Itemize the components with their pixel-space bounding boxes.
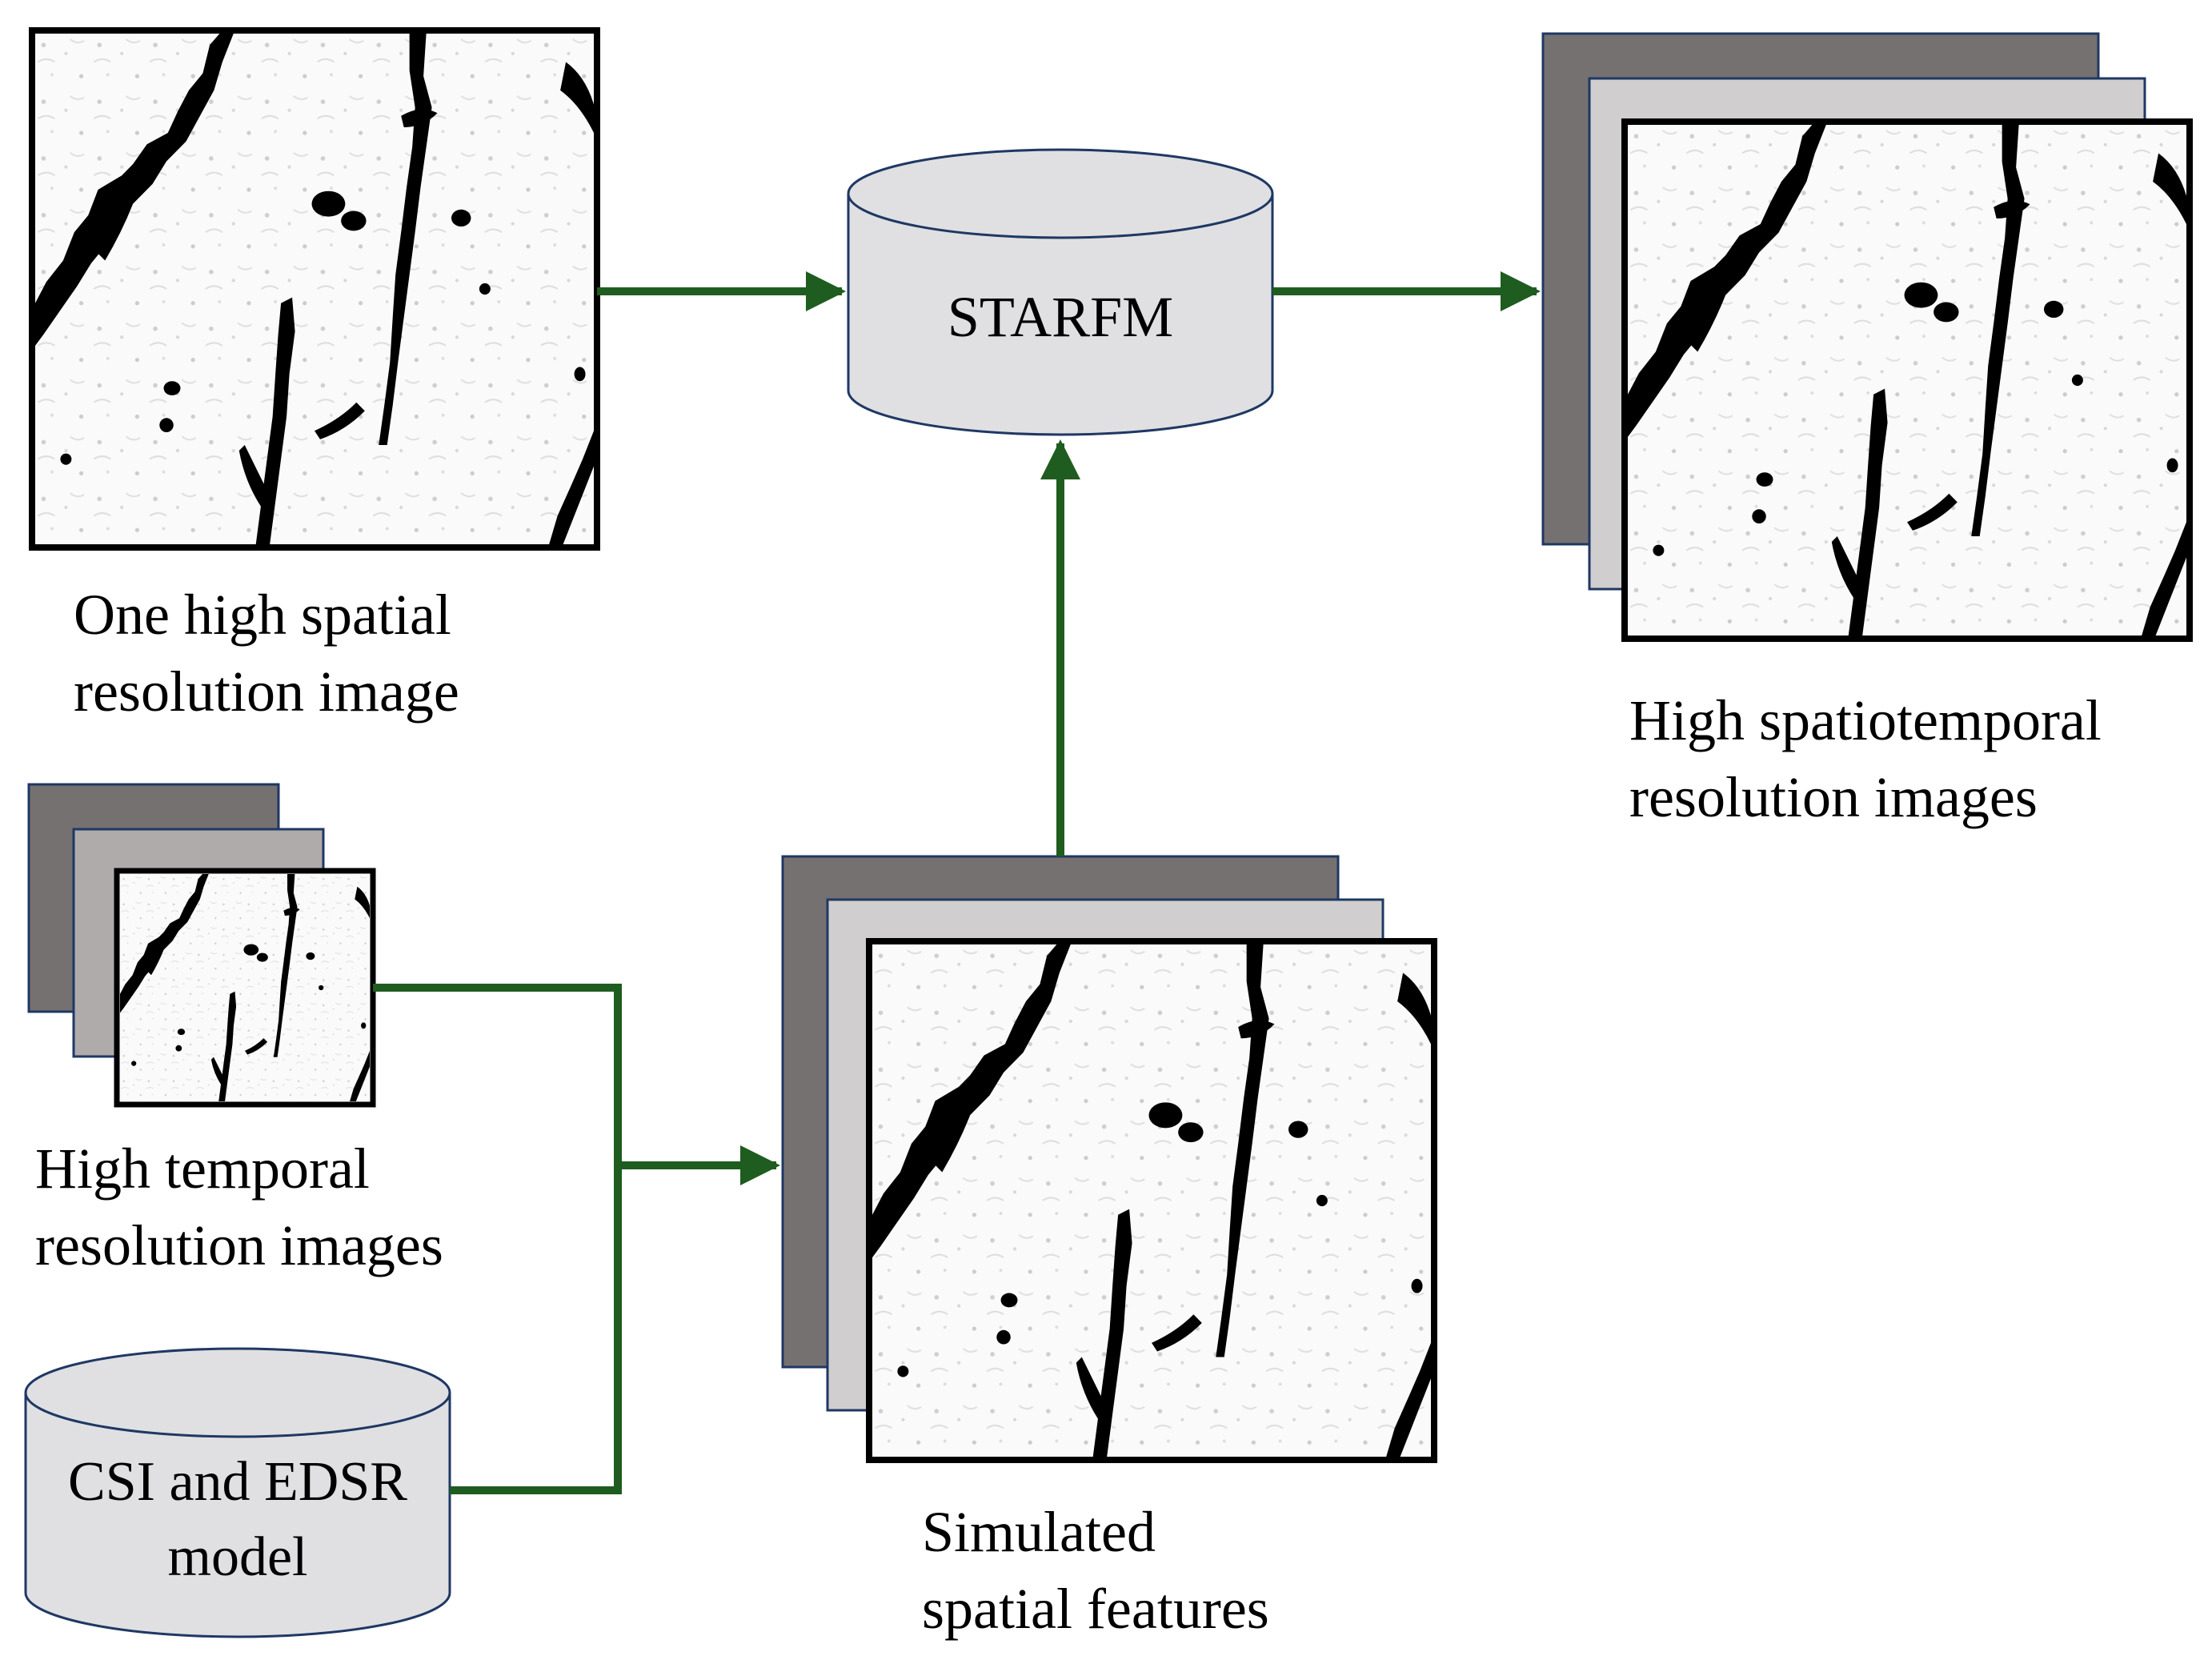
cylinder-icon [24,1347,451,1638]
starfm-label: STARFM [948,285,1173,349]
input-image-label-line2: resolution image [74,660,459,724]
simulated-features-label-line1: Simulated [922,1500,1156,1564]
input-image [29,27,600,551]
simulated-features-stack [781,855,1437,1463]
input-image-label-line1: One high spatial [74,583,451,647]
starfm-cylinder: STARFM [847,148,1274,436]
output-image-stack [1541,32,2193,642]
merge-connector [373,984,622,1494]
temporal-images-label-line1: High temporal [35,1137,370,1201]
csi-edsr-label-line2: model [168,1526,308,1588]
crack-texture-image [35,34,594,544]
connectors [373,271,1541,1494]
output-images-label-line1: High spatiotemporal [1629,688,2102,752]
cylinder-icon [847,148,1274,436]
temporal-images-label-line2: resolution images [35,1213,443,1277]
csi-edsr-label-line1: CSI and EDSR [68,1451,407,1513]
csi-edsr-cylinder: CSI and EDSR model [24,1347,451,1638]
crack-texture-image [1628,125,2186,636]
crack-texture-image [872,944,1431,1457]
crack-texture-image [120,874,370,1101]
temporal-image-stack [27,783,376,1108]
simulated-features-label-line2: spatial features [922,1577,1269,1641]
output-images-label-line2: resolution images [1629,765,2038,829]
